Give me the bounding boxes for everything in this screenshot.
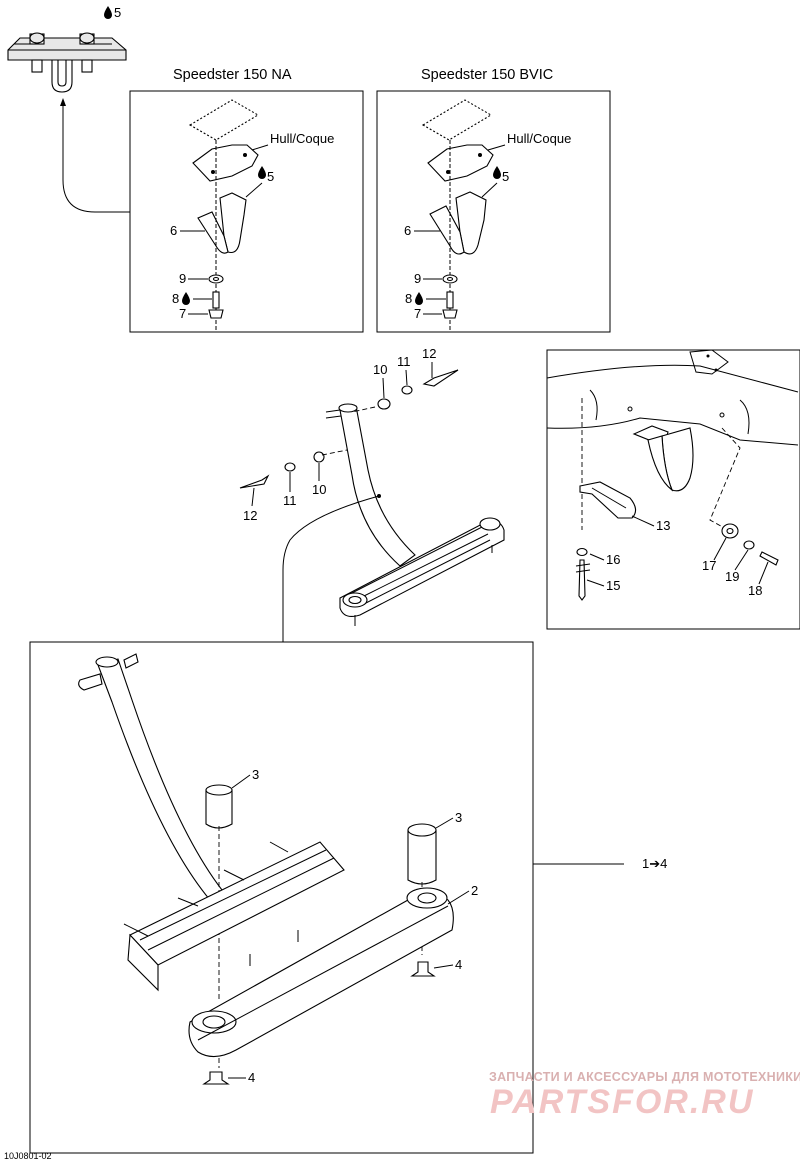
watermark-subtitle: ЗАПЧАСТИ И АКСЕССУАРЫ ДЛЯ МОТОТЕХНИКИ bbox=[489, 1070, 800, 1084]
ladder-assembly-middle bbox=[239, 369, 505, 642]
callout-8-bvic: 8 bbox=[405, 291, 412, 306]
callout-3-a: 3 bbox=[252, 767, 259, 782]
callout-5-bvic: 5 bbox=[502, 169, 509, 184]
bvic-assembly bbox=[421, 99, 494, 330]
title-speedster-bvic: Speedster 150 BVIC bbox=[421, 67, 553, 83]
callout-12-top: 12 bbox=[422, 346, 436, 361]
callout-4-a: 4 bbox=[455, 957, 462, 972]
callout-7-bvic: 7 bbox=[414, 306, 421, 321]
callout-16: 16 bbox=[606, 552, 620, 567]
label-hull-na: Hull/Coque bbox=[270, 131, 334, 146]
callout-9-na: 9 bbox=[179, 271, 186, 286]
hull-detail-drawing bbox=[546, 349, 799, 601]
callout-2: 2 bbox=[471, 883, 478, 898]
bvic-detail-frame bbox=[376, 90, 611, 333]
callout-11-bottom: 11 bbox=[283, 493, 297, 508]
callout-4-b: 4 bbox=[248, 1070, 255, 1085]
callout-10-bottom: 10 bbox=[312, 482, 326, 497]
title-speedster-na: Speedster 150 NA bbox=[173, 67, 292, 83]
callout-17: 17 bbox=[702, 558, 716, 573]
callout-range-1-4: 1➔4 bbox=[642, 856, 667, 871]
hull-detail-frame bbox=[546, 349, 800, 630]
callout-7-na: 7 bbox=[179, 306, 186, 321]
callout-6-na: 6 bbox=[170, 223, 177, 238]
callout-18: 18 bbox=[748, 583, 762, 598]
na-detail-frame bbox=[129, 90, 364, 333]
callout-9-bvic: 9 bbox=[414, 271, 421, 286]
section-detail bbox=[7, 32, 130, 213]
na-assembly bbox=[188, 99, 260, 330]
callout-19: 19 bbox=[725, 569, 739, 584]
main-exploded-drawing bbox=[78, 653, 454, 1085]
label-hull-bvic: Hull/Coque bbox=[507, 131, 571, 146]
callout-11-top: 11 bbox=[397, 354, 411, 369]
callout-5-top: 5 bbox=[114, 5, 121, 20]
drop-icon bbox=[104, 6, 112, 19]
drop-icon bbox=[182, 292, 190, 305]
drop-icon bbox=[258, 166, 266, 179]
drop-icon bbox=[493, 166, 501, 179]
watermark-logo: PARTSFOR.RU bbox=[490, 1083, 754, 1121]
callout-13: 13 bbox=[656, 518, 670, 533]
callout-12-bottom: 12 bbox=[243, 508, 257, 523]
callout-5-na: 5 bbox=[267, 169, 274, 184]
drop-icon bbox=[415, 292, 423, 305]
callout-8-na: 8 bbox=[172, 291, 179, 306]
callout-6-bvic: 6 bbox=[404, 223, 411, 238]
callout-10-top: 10 bbox=[373, 362, 387, 377]
drawing-code: 10J0801-02 bbox=[4, 1151, 52, 1161]
callout-15: 15 bbox=[606, 578, 620, 593]
main-exploded-frame bbox=[29, 641, 534, 1154]
callout-3-b: 3 bbox=[455, 810, 462, 825]
